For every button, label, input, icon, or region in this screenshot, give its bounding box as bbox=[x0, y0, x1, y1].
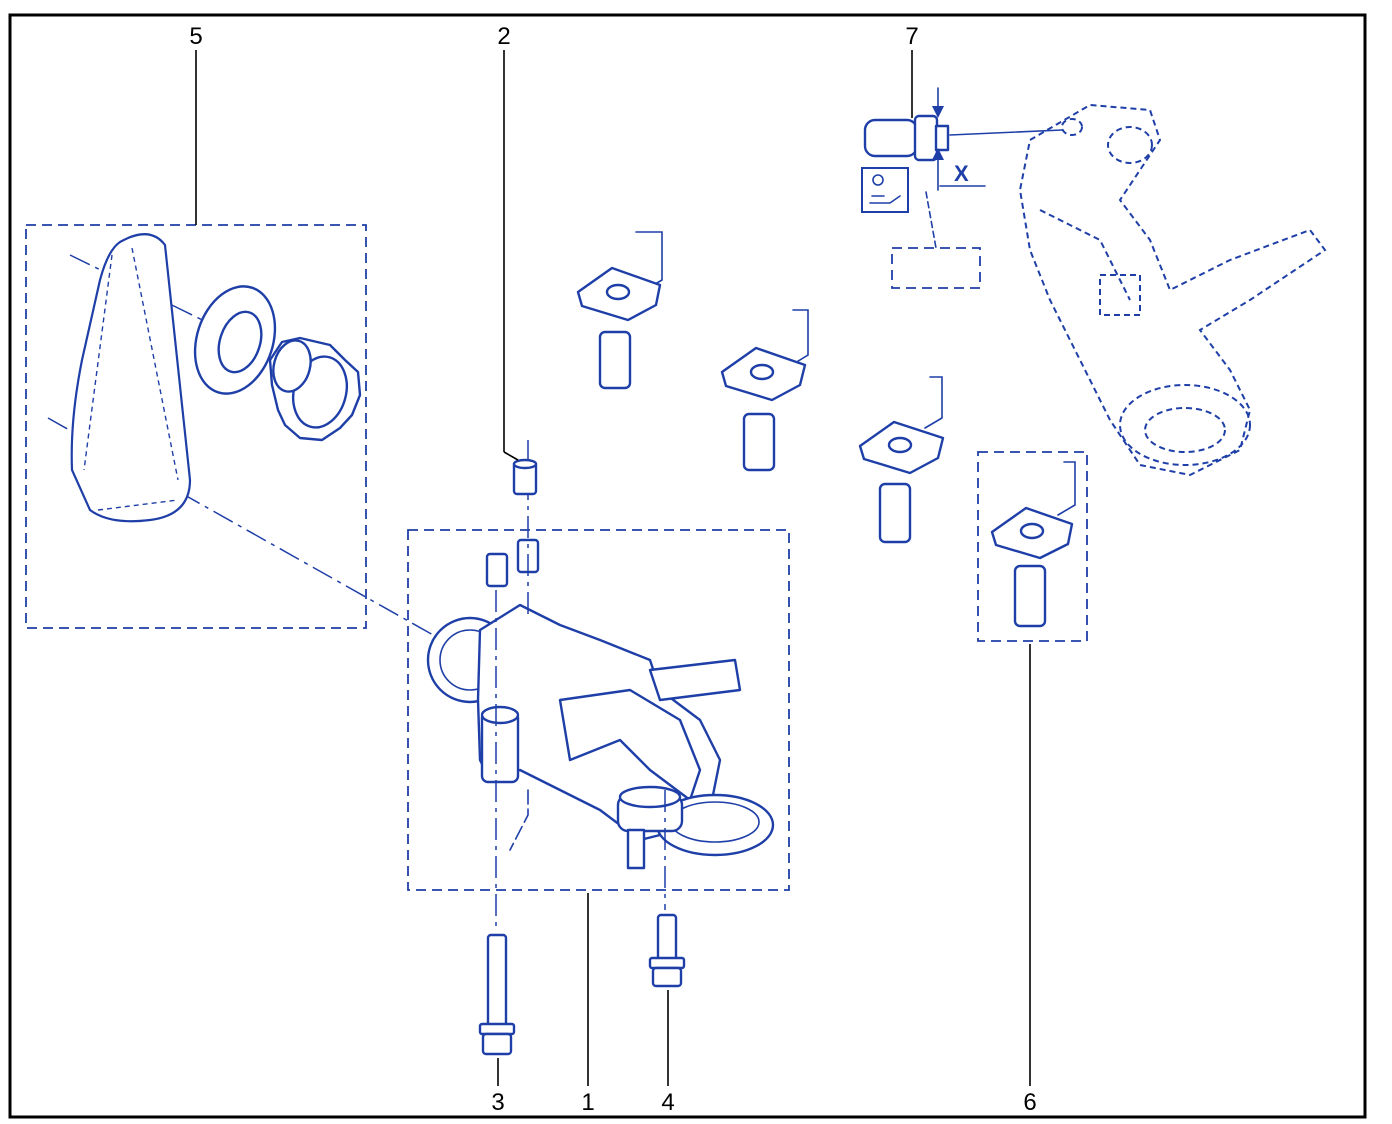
oil-pressure-switch-assembly: X bbox=[861, 87, 1063, 289]
piston-cooling-jet-1 bbox=[576, 231, 663, 390]
short-bolt-flange bbox=[648, 956, 686, 970]
dowel-pin-left bbox=[485, 552, 509, 588]
jet1-bolt bbox=[598, 330, 632, 390]
callout-2: 2 bbox=[497, 23, 510, 50]
placeholder-box bbox=[891, 247, 981, 289]
timing-chain-assembly bbox=[25, 224, 443, 641]
callout-4: 4 bbox=[661, 1089, 674, 1116]
switch-mount-line bbox=[949, 129, 1063, 136]
piston-cooling-jet-4 bbox=[977, 451, 1088, 642]
dimension-x-label: X bbox=[954, 161, 969, 186]
callout-6: 6 bbox=[1023, 1089, 1036, 1116]
long-bolt-shank bbox=[486, 933, 508, 1029]
dimension-x-arrowhead-bottom bbox=[932, 148, 944, 160]
jet3-tube bbox=[924, 376, 943, 429]
engine-block-rib bbox=[1039, 209, 1131, 301]
placeholder-leader bbox=[925, 191, 937, 249]
jet4-tube bbox=[1057, 461, 1076, 516]
diagram-frame bbox=[8, 13, 1367, 1119]
callout-1: 1 bbox=[581, 1089, 594, 1116]
short-bolt-head bbox=[651, 966, 683, 988]
engine-block-flange bbox=[1119, 384, 1251, 466]
oil-pump-group-box bbox=[407, 529, 790, 891]
dimension-x-arrowhead-top bbox=[932, 106, 944, 118]
callout-7: 7 bbox=[905, 23, 918, 50]
pressure-switch-hex bbox=[913, 114, 939, 162]
long-mounting-bolt bbox=[478, 933, 516, 1056]
chain-links bbox=[83, 247, 179, 511]
engine-block-boss bbox=[1099, 274, 1141, 316]
spacer-washer-hole bbox=[217, 310, 263, 374]
jet4-bolt bbox=[1013, 564, 1047, 628]
jet4-hole bbox=[1019, 522, 1045, 540]
pump-bracket-arm bbox=[648, 658, 742, 702]
short-mounting-bolt bbox=[648, 913, 686, 988]
boss-guide-line bbox=[509, 789, 529, 851]
jet2-bolt bbox=[742, 412, 776, 472]
sprocket-hub bbox=[272, 339, 312, 393]
callout-leader-2 bbox=[503, 451, 519, 461]
jet3-hole bbox=[887, 436, 913, 454]
engine-block-outline bbox=[1018, 103, 1327, 477]
engine-block-silhouette bbox=[1018, 103, 1327, 477]
piston-cooling-jet-2 bbox=[720, 309, 809, 472]
centering-dowel-top bbox=[512, 458, 538, 470]
oil-pump-assembly bbox=[407, 529, 790, 891]
pressure-switch-body bbox=[863, 118, 919, 158]
jet1-hole bbox=[605, 283, 631, 301]
warning-oil-can bbox=[869, 195, 901, 204]
jet3-bolt bbox=[878, 482, 912, 544]
piston-cooling-jet-3 bbox=[858, 376, 945, 544]
long-bolt-flange bbox=[478, 1022, 516, 1036]
pump-mount-boss-left-top bbox=[480, 705, 520, 725]
pump-outlet-nozzle bbox=[626, 828, 646, 870]
warning-lamp-bulb bbox=[872, 174, 884, 186]
long-bolt-head bbox=[481, 1032, 513, 1056]
oil-pressure-warning-light-icon bbox=[861, 167, 909, 213]
timing-chain bbox=[70, 233, 192, 523]
pressure-switch-thread bbox=[934, 124, 950, 152]
short-bolt-shank bbox=[656, 913, 678, 963]
callout-3: 3 bbox=[491, 1089, 504, 1116]
jet2-tube bbox=[789, 309, 809, 367]
jet-group-box bbox=[977, 451, 1088, 642]
engine-block-port bbox=[1061, 118, 1083, 136]
jet2-hole bbox=[749, 363, 775, 381]
engine-block-bearing bbox=[1107, 126, 1153, 164]
pump-mount-boss-right-top bbox=[618, 785, 682, 809]
callout-5: 5 bbox=[189, 23, 202, 50]
engine-block-flange-inner bbox=[1144, 407, 1226, 453]
